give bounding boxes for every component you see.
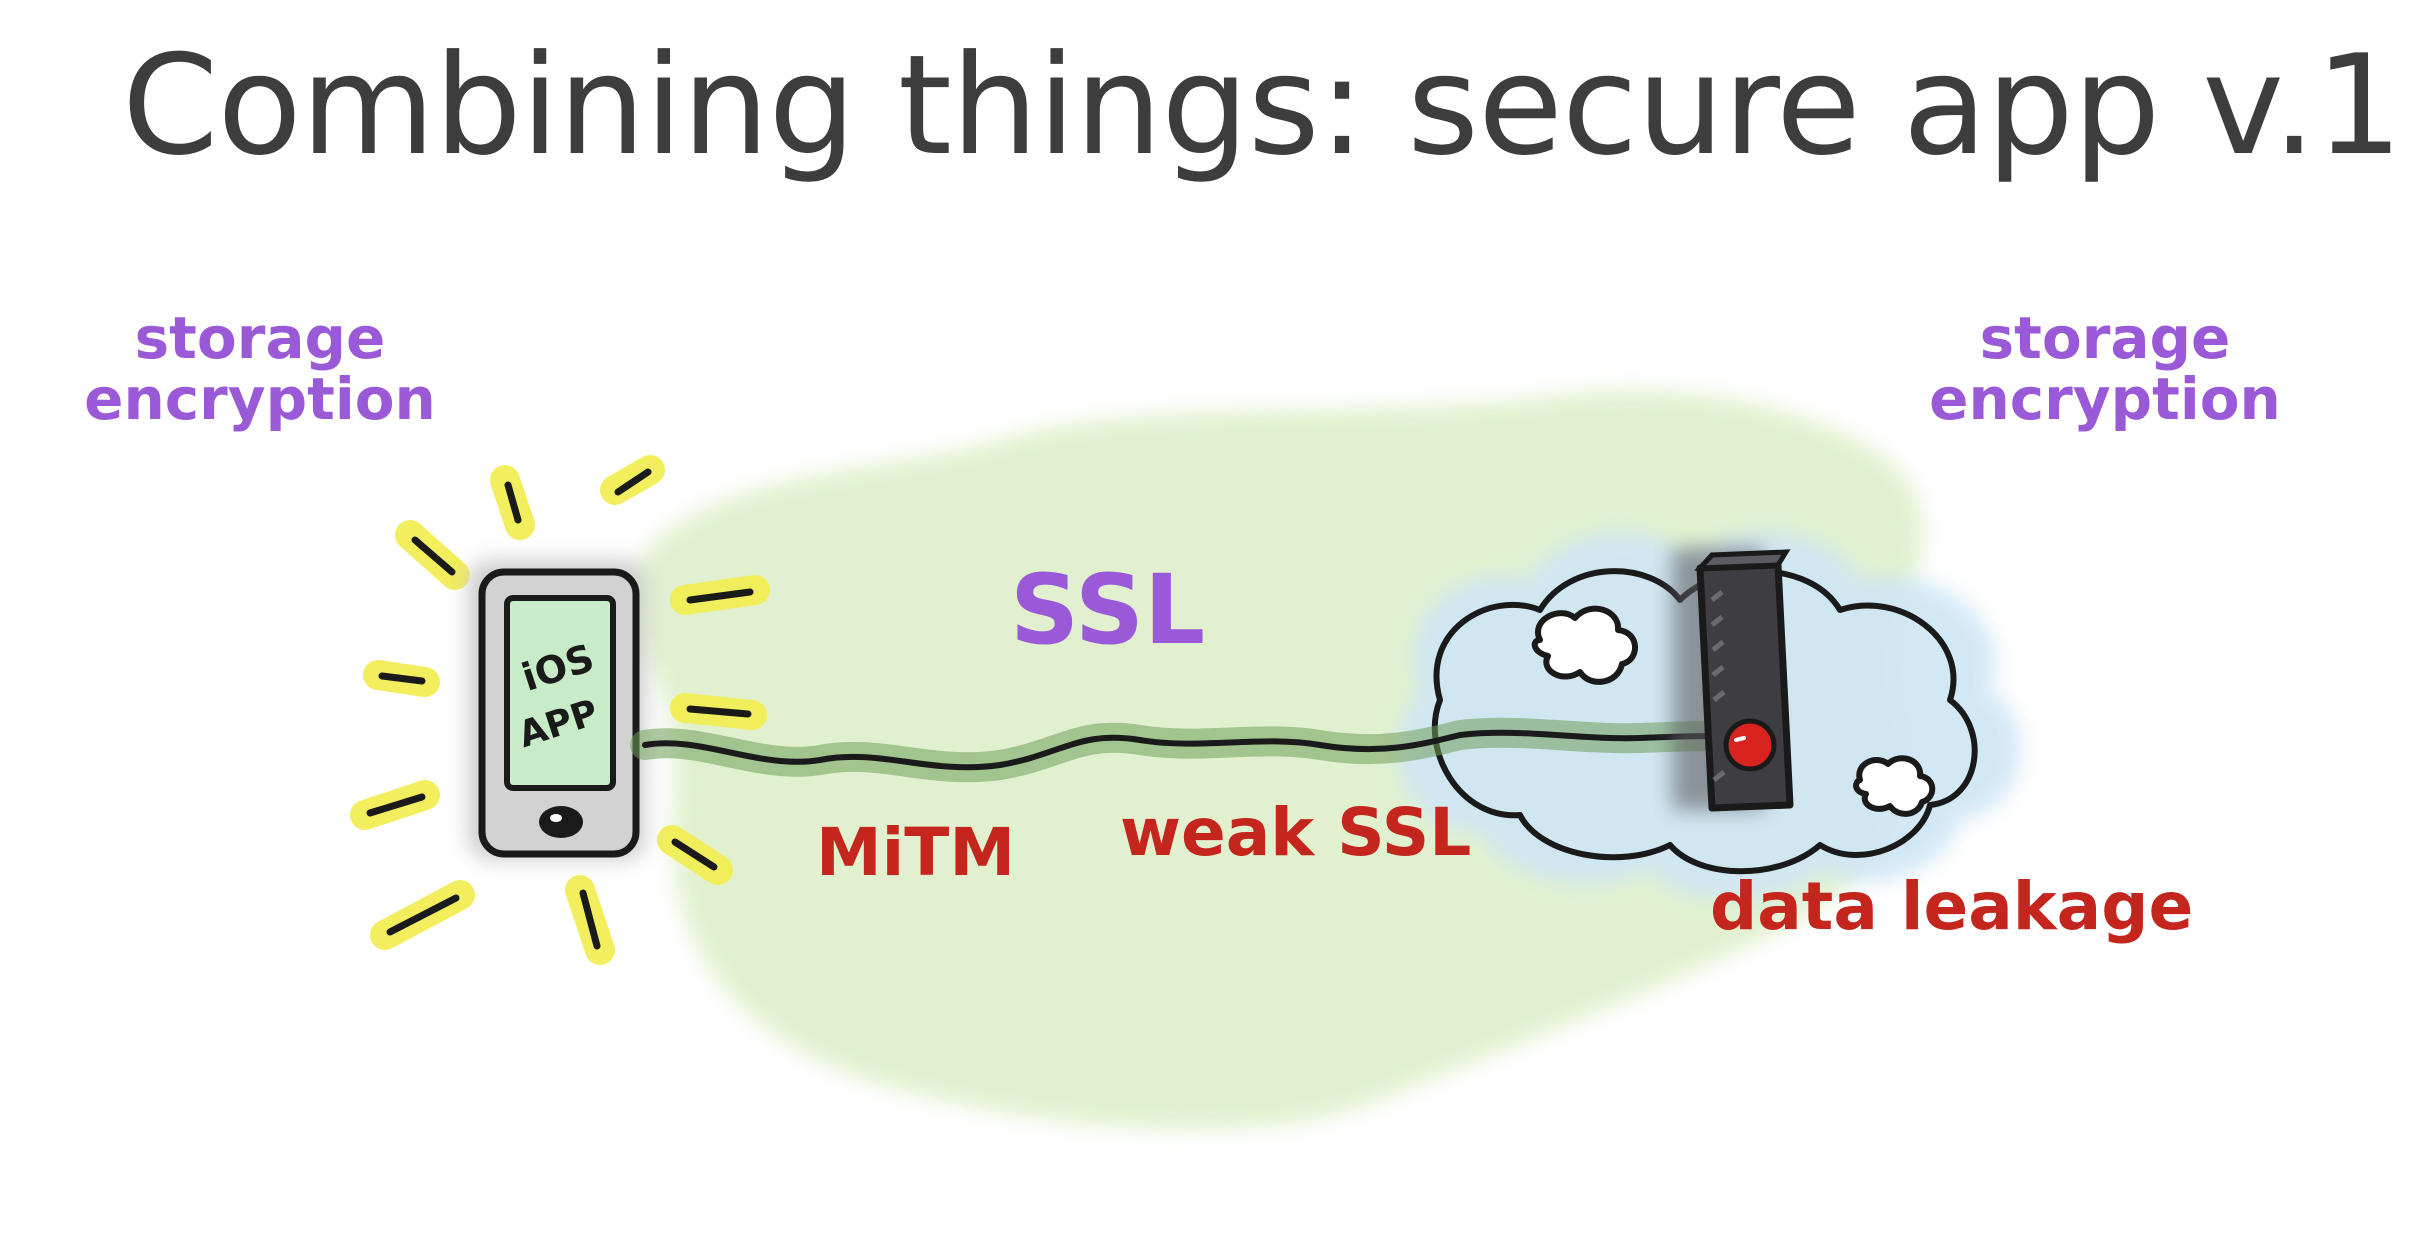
smartphone-icon: iOS APP (468, 560, 646, 860)
highlight-rays (350, 455, 770, 965)
storage-left-line-2: encryption (84, 364, 436, 433)
slide-title: Combining things: secure app v.1 (122, 25, 2403, 186)
storage-right-line-1: storage (1979, 304, 2231, 372)
mitm-label: MiTM (816, 814, 1015, 891)
wavy-connection-line (630, 717, 1755, 783)
data-leakage-label: data leakage (1710, 868, 2194, 945)
ssl-label: SSL (1010, 554, 1206, 666)
storage-right-line-2: encryption (1929, 364, 2281, 433)
server-icon (1672, 548, 1794, 812)
weak-ssl-label: weak SSL (1120, 794, 1472, 871)
storage-encryption-left-label: storage encryption (80, 308, 440, 430)
storage-encryption-right-label: storage encryption (1920, 308, 2290, 430)
storage-left-line-1: storage (134, 304, 386, 372)
